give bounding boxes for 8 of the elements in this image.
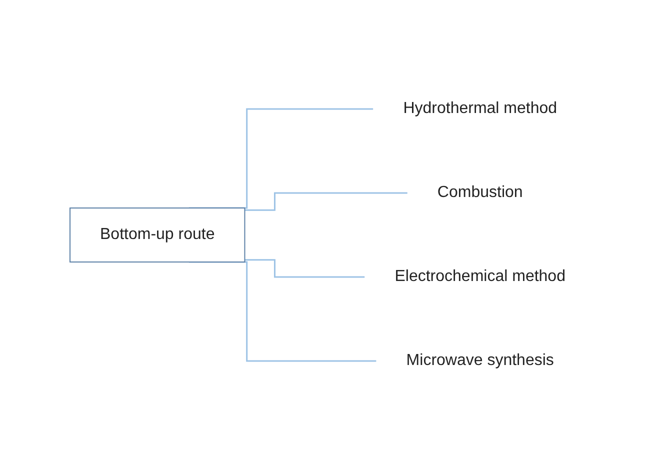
node-text: Combustion <box>437 184 523 200</box>
connector <box>244 258 364 278</box>
node-text: Microwave synthesis <box>406 352 554 368</box>
node-text: Electrochemical method <box>394 268 566 284</box>
connector <box>188 260 376 362</box>
node-box: Bottom-up route <box>69 207 245 262</box>
connector <box>244 192 408 210</box>
node-text: Hydrothermal method <box>402 100 557 116</box>
